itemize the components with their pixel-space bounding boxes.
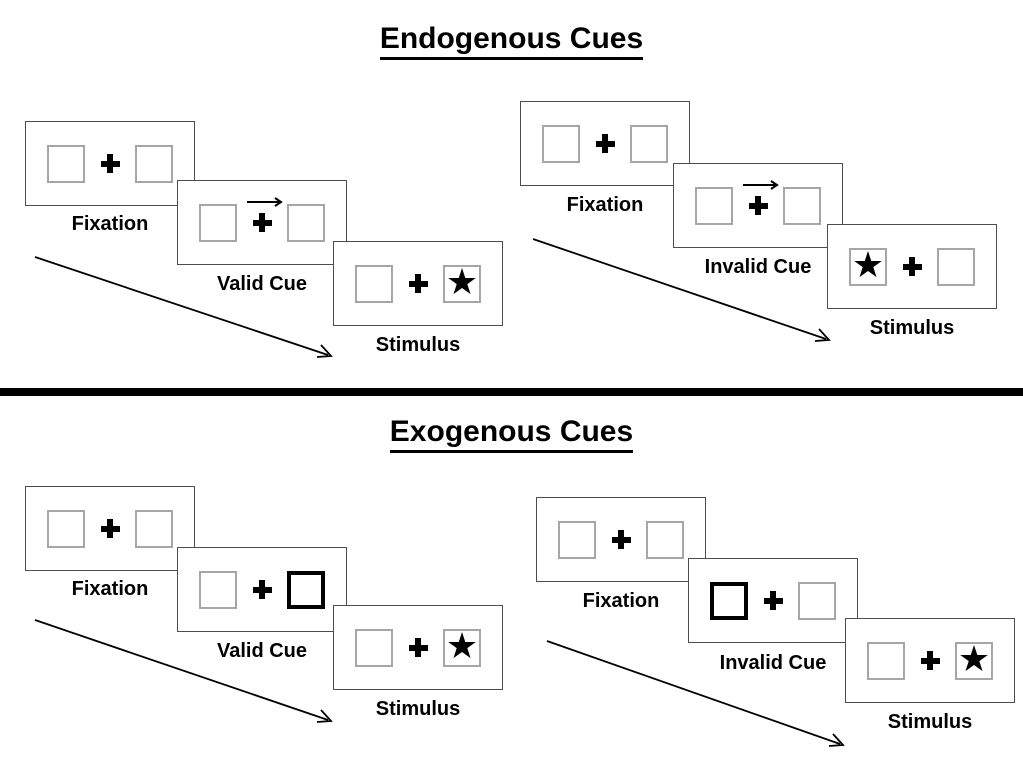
section-title-endogenous: Endogenous Cues (0, 22, 1023, 60)
fixation-cross-icon (748, 196, 768, 215)
panel-label-fixation: Fixation (566, 194, 644, 216)
fixation-cross-icon (408, 638, 428, 657)
panel-label-stimulus: Stimulus (887, 711, 973, 733)
star-icon: ★ (851, 244, 885, 286)
fixation-cross-icon (252, 580, 272, 599)
panel-label-valid-cue: Valid Cue (216, 640, 308, 662)
fixation-cross-icon (920, 651, 940, 670)
fixation-cross-icon (902, 257, 922, 276)
timeline-arrow-icon (532, 238, 831, 342)
panel-endogenous-invalid-stimulus: ★ (827, 224, 997, 309)
panel-label-valid-cue: Valid Cue (216, 273, 308, 295)
placeholder-box-left (47, 509, 85, 548)
placeholder-box-left (355, 628, 393, 667)
section-title-exogenous: Exogenous Cues (0, 415, 1023, 453)
panel-label-stimulus: Stimulus (869, 317, 955, 339)
placeholder-box-right (646, 520, 684, 559)
placeholder-box-left (542, 124, 580, 163)
placeholder-box-right (783, 186, 821, 225)
highlight-cue-box-left (710, 581, 748, 620)
fixation-cross-icon (100, 519, 120, 538)
section-title-text: Endogenous Cues (379, 22, 644, 60)
panel-label-stimulus: Stimulus (375, 698, 461, 720)
placeholder-box-left (558, 520, 596, 559)
panel-exogenous-invalid-stimulus: ★ (845, 618, 1015, 703)
fixation-cross-icon (763, 591, 783, 610)
panel-label-invalid-cue: Invalid Cue (704, 256, 812, 278)
timeline-arrow-icon (546, 640, 845, 747)
placeholder-box-left (47, 144, 85, 183)
star-icon: ★ (445, 625, 479, 667)
panel-label-fixation: Fixation (71, 578, 149, 600)
placeholder-box-left (199, 570, 237, 609)
placeholder-box-right (135, 509, 173, 548)
fixation-cross-icon (252, 213, 272, 232)
fixation-cross-icon (611, 530, 631, 549)
panel-label-invalid-cue: Invalid Cue (719, 652, 827, 674)
fixation-cross-icon (408, 274, 428, 293)
panel-label-fixation: Fixation (71, 213, 149, 235)
cue-arrow-icon (247, 197, 283, 207)
panel-exogenous-valid-fixation (25, 486, 195, 571)
placeholder-box-left (695, 186, 733, 225)
placeholder-box-left (355, 264, 393, 303)
fixation-cross-icon (595, 134, 615, 153)
section-title-text: Exogenous Cues (389, 415, 634, 453)
target-box-right: ★ (443, 625, 481, 667)
highlight-cue-box-right (287, 570, 325, 609)
panel-label-fixation: Fixation (582, 590, 660, 612)
placeholder-box-right (287, 203, 325, 242)
placeholder-box-left (867, 641, 905, 680)
target-box-left: ★ (849, 244, 887, 286)
timeline-arrow-icon (34, 256, 333, 358)
target-box-right: ★ (955, 638, 993, 680)
cue-arrow-icon (743, 180, 779, 190)
placeholder-box-right (135, 144, 173, 183)
panel-endogenous-invalid-cue (673, 163, 843, 248)
section-divider (0, 388, 1023, 396)
timeline-arrow-icon (34, 619, 333, 723)
panel-exogenous-valid-cue (177, 547, 347, 632)
panel-endogenous-valid-stimulus: ★ (333, 241, 503, 326)
panel-endogenous-valid-cue (177, 180, 347, 265)
panel-label-stimulus: Stimulus (375, 334, 461, 356)
target-box-right: ★ (443, 261, 481, 303)
star-icon: ★ (957, 638, 991, 680)
placeholder-box-right (937, 247, 975, 286)
panel-endogenous-invalid-fixation (520, 101, 690, 186)
fixation-cross-icon (100, 154, 120, 173)
panel-endogenous-valid-fixation (25, 121, 195, 206)
star-icon: ★ (445, 261, 479, 303)
placeholder-box-left (199, 203, 237, 242)
panel-exogenous-invalid-cue (688, 558, 858, 643)
panel-exogenous-valid-stimulus: ★ (333, 605, 503, 690)
panel-exogenous-invalid-fixation (536, 497, 706, 582)
placeholder-box-right (798, 581, 836, 620)
placeholder-box-right (630, 124, 668, 163)
